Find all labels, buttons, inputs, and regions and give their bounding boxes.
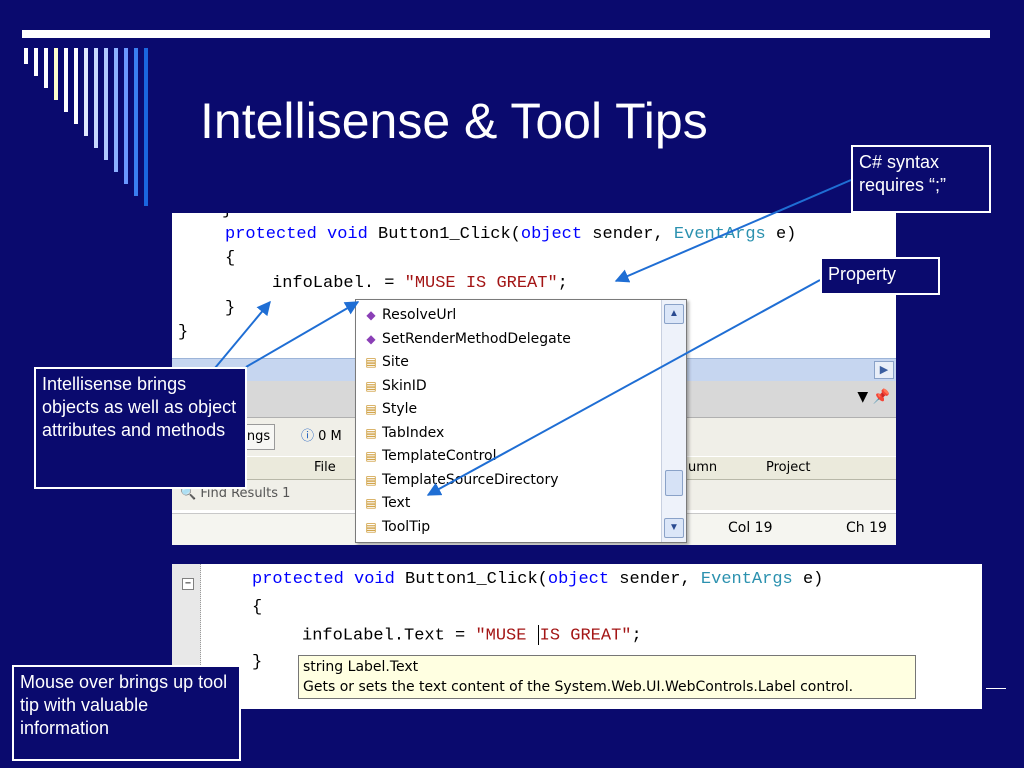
callout-csharp-syntax: C# syntax requires “;” — [851, 145, 991, 213]
intellisense-item[interactable]: ▤ TemplateSourceDirectory — [360, 469, 559, 492]
keyword: protected — [225, 225, 317, 244]
scroll-up-icon[interactable]: ▲ — [664, 304, 684, 324]
code-line-2: { — [252, 598, 263, 617]
code-line-3[interactable]: infoLabel. = "MUSE IS GREAT"; — [272, 274, 568, 293]
param-name: e) — [775, 225, 797, 244]
scroll-down-icon[interactable]: ▼ — [664, 518, 684, 538]
code-line-1: protected void Button1_Click(object send… — [225, 225, 796, 244]
callout-mouseover: Mouse over brings up tool tip with valua… — [12, 665, 241, 761]
param-name: e) — [802, 570, 824, 589]
intellisense-item[interactable]: ▤ TabIndex — [360, 422, 444, 445]
intellisense-item-label: SetRenderMethodDelegate — [382, 330, 571, 347]
text-caret — [537, 625, 539, 645]
messages-label: 0 M — [318, 429, 342, 444]
param-name: sender, — [592, 225, 664, 244]
intellisense-item-label: ToolTip — [382, 518, 431, 535]
method-icon: ◆ — [366, 331, 376, 346]
intellisense-item[interactable]: ◆ ResolveUrl — [360, 304, 456, 327]
intellisense-item-label: Style — [382, 401, 418, 417]
find-icon: 🔍 — [180, 486, 197, 501]
property-icon: ▤ — [365, 496, 377, 510]
string-literal-a: "MUSE — [475, 626, 537, 646]
intellisense-popup[interactable]: ◆ ResolveUrl ◆ SetRenderMethodDelegate ▤ Site… — [355, 299, 687, 543]
column-column[interactable]: umn — [688, 460, 718, 475]
intellisense-item-label: TemplateSourceDirectory — [382, 471, 559, 488]
top-rule — [22, 30, 990, 38]
slide-title: Intellisense & Tool Tips — [200, 93, 708, 149]
pin-icon[interactable]: ▼ 📌 — [857, 389, 890, 405]
keyword: protected — [252, 570, 344, 589]
property-icon: ▤ — [365, 519, 377, 534]
type-name: EventArgs — [700, 570, 793, 589]
tooltip-screenshot: − protected void Button1_Click(object se… — [172, 564, 982, 709]
property-icon: ▤ — [365, 425, 377, 440]
keyword: void — [327, 225, 368, 244]
property-icon: ▤ — [365, 378, 377, 393]
find-results-label: Find Results 1 — [200, 486, 291, 501]
intellisense-item[interactable]: ▤ Text — [360, 492, 410, 515]
keyword: object — [520, 225, 583, 244]
scroll-thumb[interactable] — [665, 470, 683, 496]
code-line-3[interactable]: infoLabel.Text = "MUSE IS GREAT"; — [302, 625, 642, 645]
callout-property: Property — [820, 257, 940, 295]
intellisense-item[interactable]: ▤ Style — [360, 398, 417, 421]
column-project[interactable]: Project — [766, 460, 811, 475]
intellisense-item[interactable]: ▤ ToolTip — [360, 516, 430, 539]
string-literal-b: IS GREAT" — [539, 626, 632, 646]
status-column: Col 19 — [728, 520, 773, 536]
property-icon: ▤ — [365, 402, 377, 416]
method-name: Button1_Click( — [405, 570, 548, 589]
decorative-bars — [24, 48, 148, 206]
status-character: Ch 19 — [846, 520, 887, 536]
intellisense-item[interactable]: ◆ SetRenderMethodDelegate — [360, 328, 571, 351]
find-results-tab[interactable]: 🔍 Find Results 1 — [180, 486, 290, 501]
info-icon: ⓘ — [301, 429, 315, 444]
code-line-5: } — [178, 323, 189, 342]
decorative-tick — [986, 688, 1006, 689]
intellisense-item-label: Text — [382, 495, 411, 511]
collapse-icon[interactable]: − — [182, 578, 194, 590]
intellisense-item[interactable]: ▤ SkinID — [360, 375, 427, 398]
semicolon: ; — [557, 274, 568, 293]
popup-scrollbar[interactable]: ▲ ▼ — [661, 300, 686, 542]
type-name: EventArgs — [673, 225, 766, 244]
tooltip: string Label.Text Gets or sets the text … — [298, 655, 916, 699]
property-icon: ▤ — [365, 472, 377, 487]
string-literal: "MUSE IS GREAT" — [404, 274, 558, 293]
object-expression: infoLabel. = — [272, 274, 405, 293]
intellisense-item[interactable]: ▤ Site — [360, 351, 409, 374]
intellisense-item-label: SkinID — [382, 377, 427, 394]
method-name: Button1_Click( — [378, 225, 521, 244]
semicolon: ; — [631, 626, 642, 646]
code-line-1: protected void Button1_Click(object send… — [252, 570, 823, 589]
intellisense-item-label: ResolveUrl — [382, 307, 457, 323]
code-line-4: } — [225, 299, 236, 318]
scroll-right-icon[interactable]: ▶ — [874, 361, 894, 379]
property-icon: ▤ — [365, 449, 377, 463]
callout-intellisense: Intellisense brings objects as well as o… — [34, 367, 247, 489]
intellisense-item-label: TabIndex — [382, 424, 445, 441]
code-line-4: } — [252, 653, 263, 672]
intellisense-item-label: Site — [382, 354, 409, 370]
keyword: object — [547, 570, 610, 589]
param-name: sender, — [619, 570, 691, 589]
column-file[interactable]: File — [314, 460, 336, 475]
keyword: void — [354, 570, 395, 589]
messages-button[interactable]: ⓘ 0 M — [296, 424, 347, 450]
intellisense-screenshot: } protected void Button1_Click(object se… — [172, 213, 896, 545]
code-line-0: } — [222, 213, 232, 220]
intellisense-item[interactable]: ▤ TemplateControl — [360, 445, 497, 468]
code-line-2: { — [225, 249, 236, 268]
method-icon: ◆ — [366, 308, 376, 322]
property-icon: ▤ — [365, 355, 377, 369]
tooltip-description: Gets or sets the text content of the Sys… — [303, 679, 854, 695]
object-expression: infoLabel.Text = — [302, 626, 476, 646]
tooltip-signature: string Label.Text — [303, 659, 419, 675]
intellisense-item-label: TemplateControl — [382, 448, 497, 464]
